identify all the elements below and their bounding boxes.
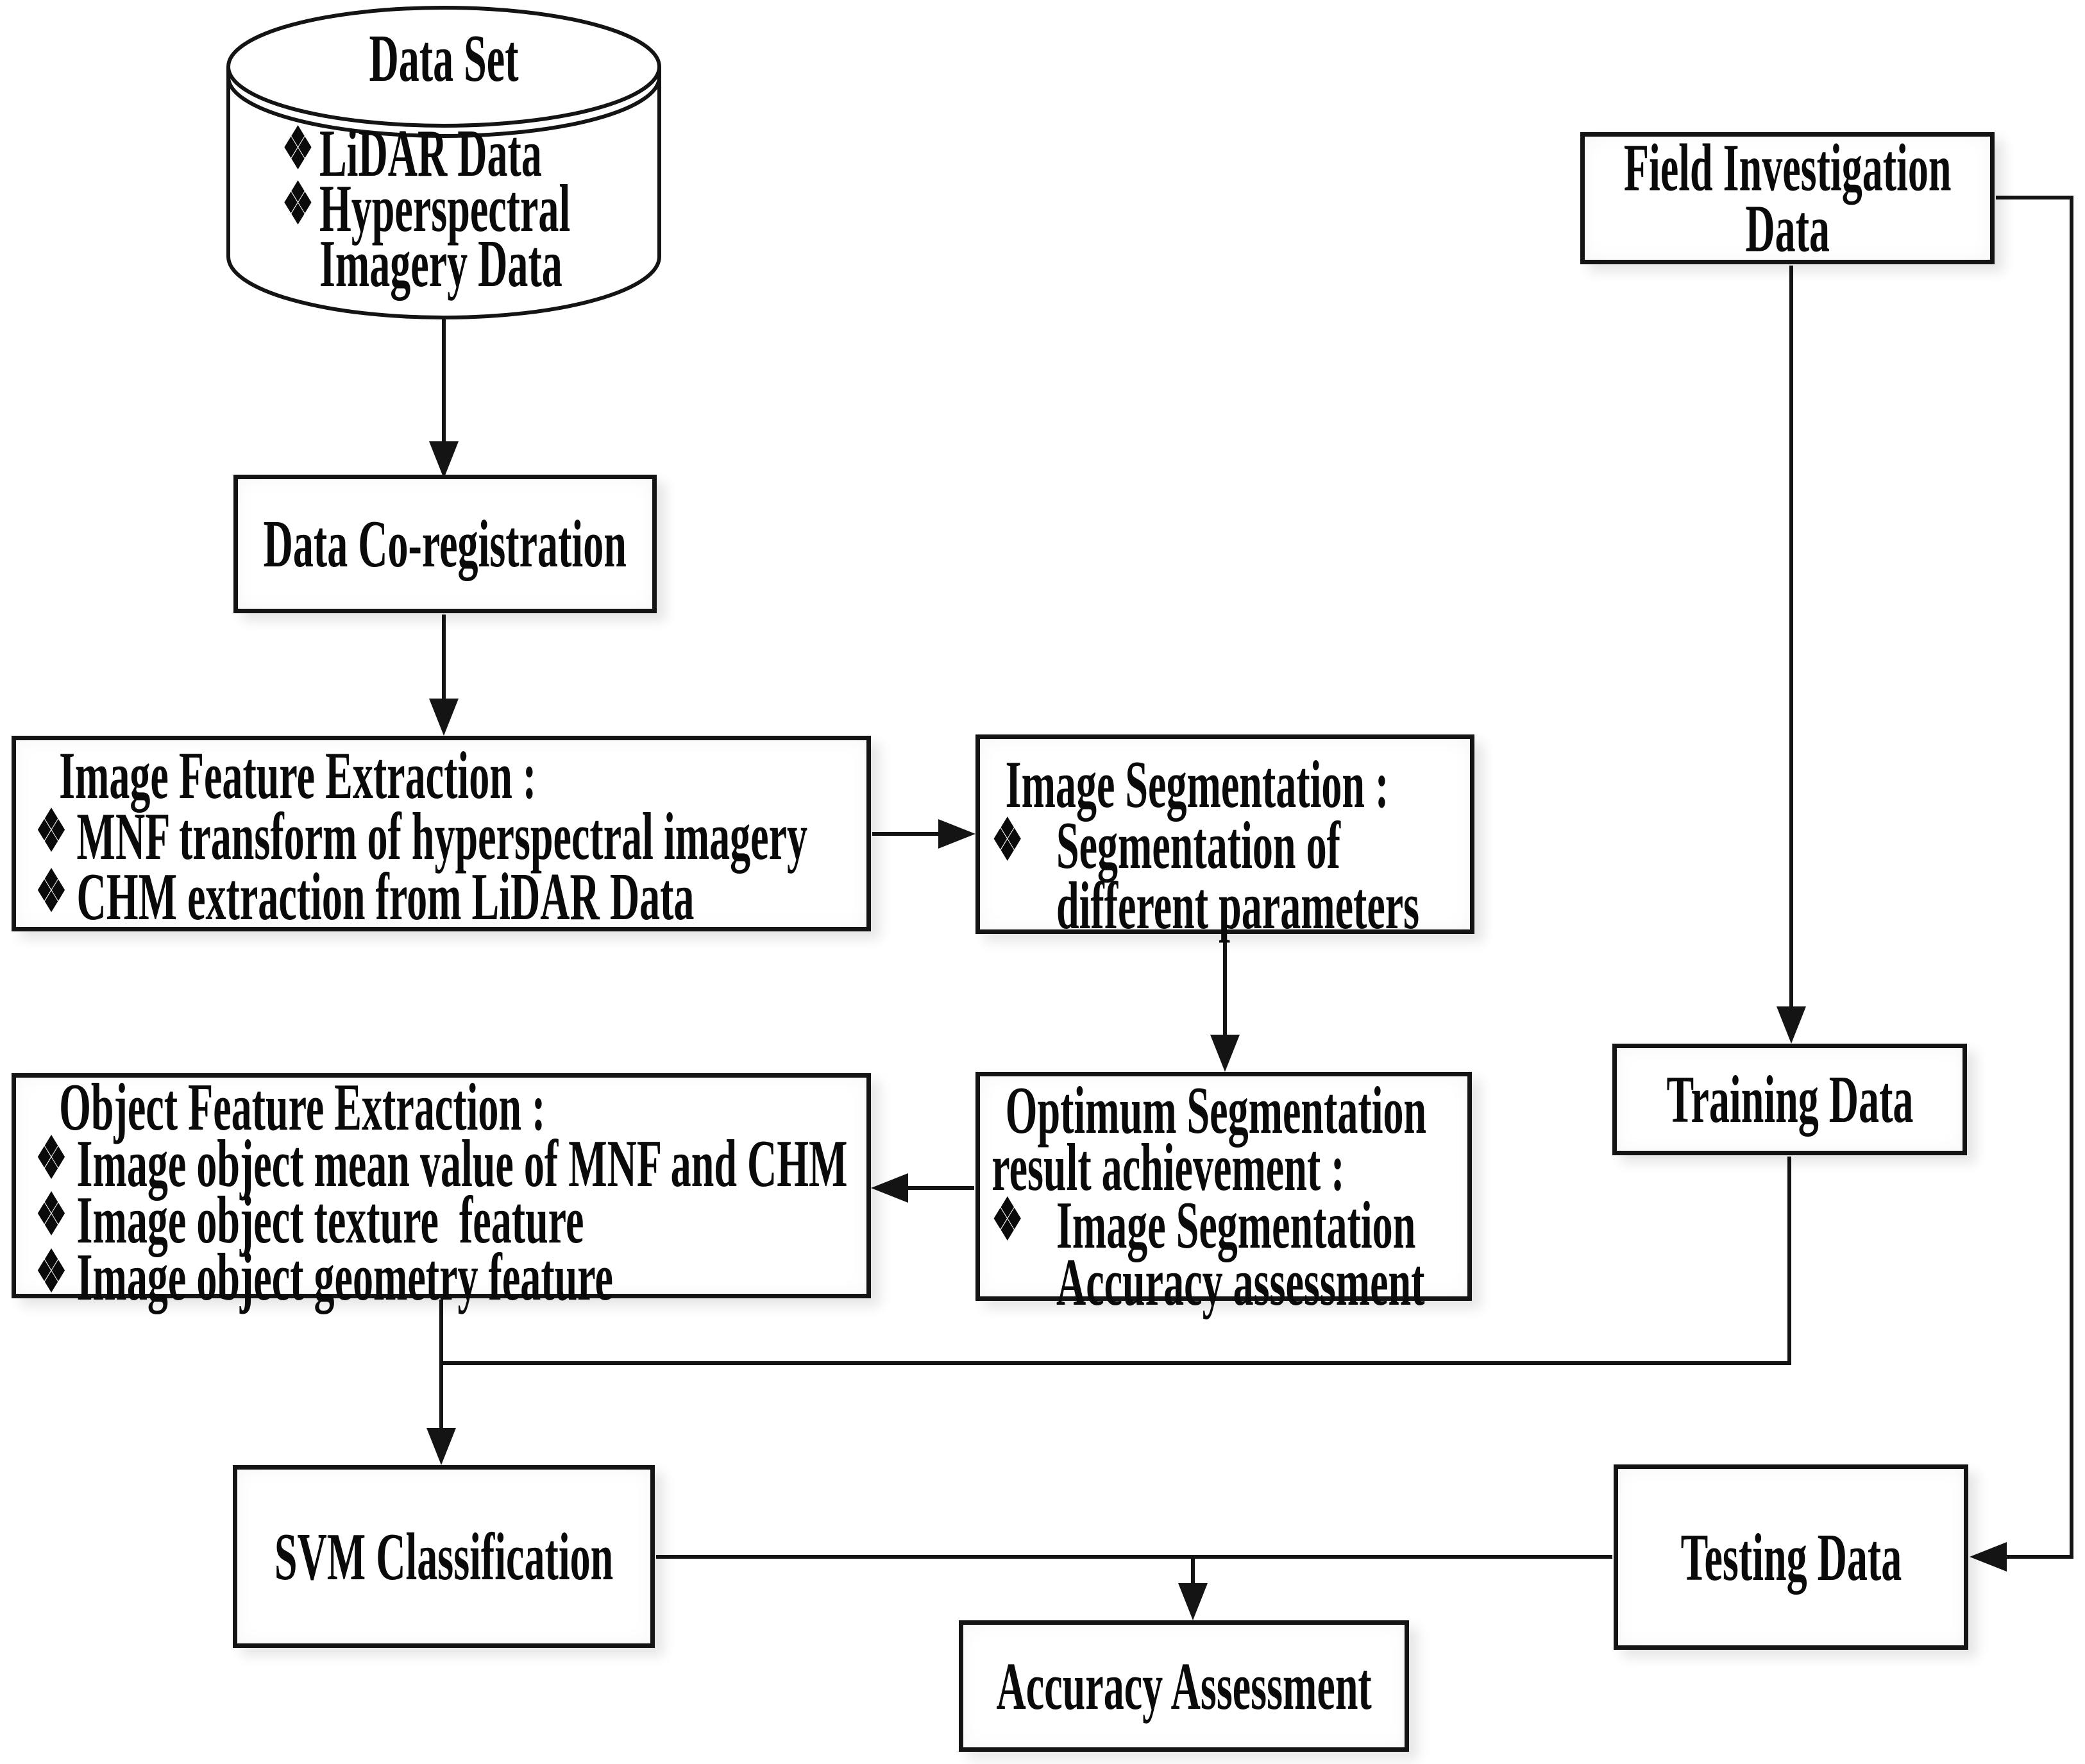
arrowhead-dataset-coregistration (429, 441, 459, 479)
box-image-feature-extraction: Image Feature Extraction : ❖ MNF transfo… (12, 736, 871, 931)
image-segmentation-item-text: Segmentation of different parameters (1056, 807, 1420, 943)
box-svm-classification: SVM Classification (233, 1465, 655, 1648)
dataset-item-hyperspectral: ❖ Hyperspectral Imagery Data (282, 171, 641, 301)
box-object-feature-extraction: Object Feature Extraction : ❖ Image obje… (12, 1069, 871, 1310)
dataset-title-text: Data Set (369, 21, 519, 96)
box-testing-data: Testing Data (1614, 1464, 1968, 1650)
bullet-icon: ❖ (35, 1127, 67, 1191)
image-feature-title: Image Feature Extraction : (59, 738, 537, 813)
image-segmentation-title: Image Segmentation : (1005, 747, 1389, 822)
dataset-cylinder-title: Data Set (228, 21, 659, 112)
bullet-icon: ❖ (992, 808, 1024, 872)
image-feature-item: ❖ MNF transform of hyperspectral imagery (35, 798, 867, 874)
object-feature-title: Object Feature Extraction : (59, 1069, 546, 1144)
box-field-investigation-data: Field Investigation Data (1580, 132, 1995, 264)
field-investigation-label: Field Investigation Data (1623, 130, 1952, 266)
box-training-data: Training Data (1612, 1044, 1967, 1155)
object-feature-item-text: Image object mean value of MNF and CHM (76, 1126, 848, 1201)
cylinder-body (226, 67, 661, 319)
arrowhead-coregistration-imagefeature (429, 699, 459, 736)
optimum-segmentation-item-text: Image Segmentation Accuracy assessment (1056, 1187, 1425, 1319)
image-feature-item-text: MNF transform of hyperspectral imagery (76, 798, 808, 874)
co-registration-label: Data Co-registration (263, 505, 627, 581)
object-feature-item-text: Image object geometry feature (76, 1239, 613, 1314)
bullet-icon: ❖ (35, 799, 67, 863)
arrowhead-field-testing (1970, 1542, 2007, 1572)
bullet-icon: ❖ (35, 860, 67, 924)
arrowhead-optimum-objectfeature (871, 1173, 908, 1203)
bullet-icon: ❖ (992, 1188, 1024, 1252)
arrowhead-objectfeature-svm (426, 1428, 456, 1465)
image-segmentation-item: ❖ Segmentation of different parameters (992, 807, 1470, 943)
bullet-icon: ❖ (35, 1240, 67, 1304)
arrowhead-imagefeature-imagesegmentation (938, 819, 975, 849)
object-feature-item-text: Image object texture feature (76, 1182, 584, 1258)
box-accuracy-assessment: Accuracy Assessment (959, 1620, 1409, 1752)
wire-training-join-svm (441, 1157, 1791, 1365)
bullet-icon: ❖ (282, 173, 314, 237)
optimum-segmentation-item: ❖ Image Segmentation Accuracy assessment (992, 1187, 1467, 1319)
arrowhead-imagesegmentation-optimum (1210, 1035, 1240, 1072)
wire-field-testing (1976, 196, 2073, 1559)
image-feature-item-text: CHM extraction from LiDAR Data (76, 859, 695, 934)
dataset-cylinder-list: ❖ LiDAR Data ❖ Hyperspectral Imagery Dat… (282, 115, 641, 312)
dataset-item-lidar: ❖ LiDAR Data (282, 115, 641, 191)
testing-data-label: Testing Data (1680, 1519, 1902, 1595)
arrowhead-field-training (1777, 1006, 1806, 1044)
bullet-icon: ❖ (35, 1183, 67, 1248)
dataset-item-text: Hyperspectral Imagery Data (319, 171, 571, 301)
image-feature-item: ❖ CHM extraction from LiDAR Data (35, 859, 867, 934)
training-data-label: Training Data (1666, 1061, 1913, 1137)
box-optimum-segmentation: Optimum Segmentation result achievement … (975, 1072, 1472, 1316)
optimum-segmentation-title: Optimum Segmentation result achievement … (992, 1073, 1427, 1205)
bullet-icon: ❖ (282, 117, 314, 181)
box-data-co-registration: Data Co-registration (233, 475, 657, 613)
object-feature-item: ❖ Image object geometry feature (35, 1239, 867, 1314)
object-feature-item: ❖ Image object texture feature (35, 1182, 867, 1258)
object-feature-item: ❖ Image object mean value of MNF and CHM (35, 1126, 867, 1201)
cylinder-rim (226, 76, 661, 138)
dataset-item-text: LiDAR Data (319, 115, 542, 191)
svm-classification-label: SVM Classification (274, 1518, 614, 1594)
box-image-segmentation: Image Segmentation : ❖ Segmentation of d… (975, 734, 1474, 943)
arrowhead-svm-accuracy (1178, 1583, 1208, 1620)
accuracy-assessment-label: Accuracy Assessment (996, 1648, 1372, 1724)
